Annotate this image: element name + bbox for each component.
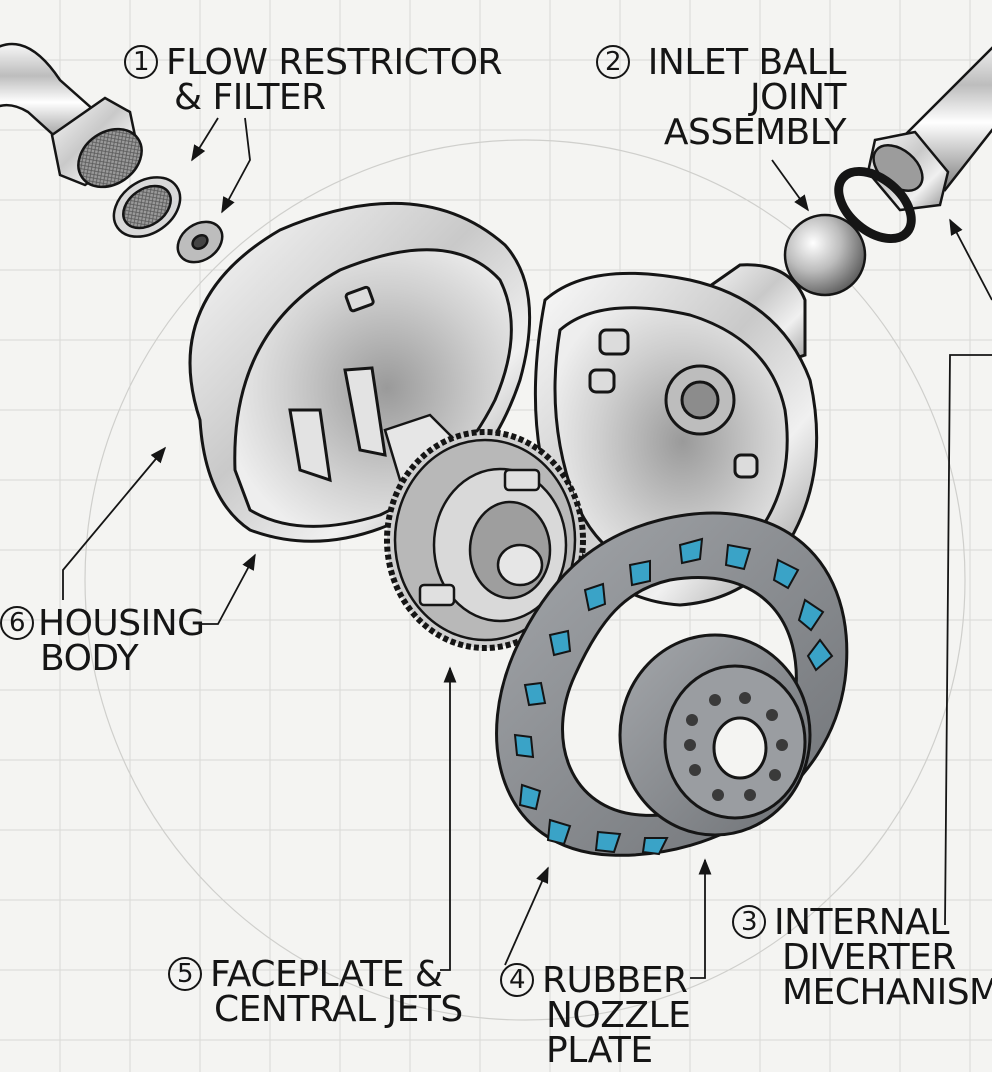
flow-restrictor-screen: [112, 176, 182, 238]
leader-1b: [221, 117, 251, 214]
callout-label-line: JOINT: [750, 77, 847, 118]
restrictor-washer: [176, 220, 224, 264]
right-inlet-pipe: [866, 46, 992, 212]
callout-number-badge: 1: [124, 45, 158, 79]
callout-label-line: FACEPLATE &: [210, 954, 443, 995]
leader-lines: [62, 117, 992, 979]
leader-4b: [690, 858, 712, 979]
callout-label-line: INLET BALL: [647, 42, 847, 83]
callout-number-badge: 5: [168, 957, 202, 991]
callout-label-line: BODY: [40, 638, 139, 679]
central-jet-holes: [684, 692, 788, 801]
leader-5: [440, 666, 457, 971]
callout-label-line: DIVERTER: [782, 937, 956, 978]
callout-label-line: & FILTER: [174, 77, 326, 118]
leader-4a: [504, 866, 549, 966]
callout-inlet-ball-joint: 2 INLET BALL JOINT ASSEMBLY: [596, 42, 847, 153]
leader-3: [944, 354, 992, 926]
callout-number-badge: 4: [500, 963, 534, 997]
callout-label-line: INTERNAL: [774, 902, 949, 943]
construction-circle: [84, 139, 966, 1021]
leader-6b: [200, 553, 256, 625]
callout-number-badge: 3: [732, 905, 766, 939]
callout-label-line: FLOW RESTRICTOR: [166, 42, 503, 83]
callout-label-line: ASSEMBLY: [663, 112, 847, 153]
leader-2: [771, 159, 809, 212]
nozzle-tips: [513, 537, 834, 856]
callout-label-line: CENTRAL JETS: [214, 989, 463, 1030]
callout-label-line: PLATE: [546, 1030, 653, 1071]
callout-label-line: HOUSING: [38, 603, 205, 644]
callout-label-line: NOZZLE: [546, 995, 691, 1036]
callout-label-line: RUBBER: [542, 960, 688, 1001]
leader-6a: [62, 446, 167, 600]
callout-label-line: MECHANISM: [782, 972, 992, 1013]
callout-number-badge: 6: [0, 606, 34, 640]
leader-1a: [191, 117, 219, 162]
central-jet-disc: [618, 633, 812, 837]
o-ring: [834, 166, 916, 244]
left-inlet-pipe: [0, 42, 143, 189]
rubber-nozzle-plate: [495, 511, 849, 857]
leader-3b: [949, 218, 992, 301]
callout-number-badge: 2: [596, 45, 630, 79]
inlet-ball: [783, 213, 867, 297]
faceplate-gear: [383, 413, 586, 651]
